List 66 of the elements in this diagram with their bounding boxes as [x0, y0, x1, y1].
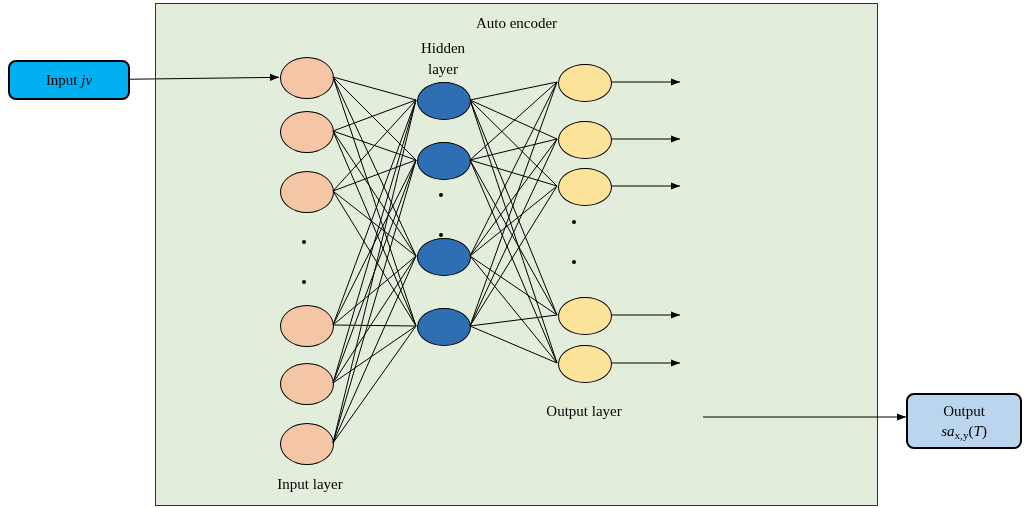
connection-line: [332, 76, 417, 161]
connection-line: [332, 190, 417, 327]
arrow: [610, 182, 681, 190]
connection-line: [332, 325, 417, 384]
box-label: Input jv: [45, 71, 93, 90]
neuron-circle: [558, 121, 612, 159]
neuron-circle: [280, 57, 334, 99]
neuron-circle: [558, 297, 612, 335]
connection-line: [469, 81, 558, 101]
connection-line: [332, 159, 417, 384]
neuron-circle: [417, 238, 471, 276]
autoencoder-panel: [155, 3, 878, 506]
connection-line: [469, 159, 558, 187]
connection-line: [332, 76, 417, 101]
layer-label: Output layer: [545, 402, 623, 421]
connection-line: [469, 255, 558, 316]
arrow: [702, 413, 907, 421]
box-label: Output: [943, 402, 985, 421]
connection-line: [469, 185, 558, 257]
connection-line: [469, 314, 558, 327]
arrow: [610, 135, 681, 143]
connection-line: [469, 81, 558, 161]
formula-text: sa$_{x,y}$(T): [941, 422, 987, 441]
neuron-circle: [280, 171, 334, 213]
connection-line: [332, 324, 417, 327]
neuron-circle: [558, 168, 612, 206]
connection-line: [469, 185, 558, 327]
output-box: [906, 393, 1022, 449]
panel-title: Auto encoder: [474, 14, 559, 33]
connection-line: [469, 138, 558, 257]
connection-line: [469, 99, 558, 364]
connection-line: [332, 190, 417, 257]
connection-line: [332, 255, 417, 326]
connection-line: [469, 159, 558, 316]
neuron-circle: [558, 64, 612, 102]
connection-line: [332, 130, 417, 257]
connection-line: [332, 99, 417, 132]
neuron-circle: [280, 305, 334, 347]
input-box: [8, 60, 130, 100]
arrow: [610, 359, 681, 367]
connection-line: [469, 138, 558, 327]
neuron-circle: [417, 82, 471, 120]
connection-line: [332, 325, 417, 444]
connection-line: [332, 159, 417, 326]
connection-line: [332, 130, 417, 161]
connection-line: [332, 159, 417, 192]
neuron-circle: [280, 111, 334, 153]
neuron-circle: [558, 345, 612, 383]
connection-line: [332, 99, 417, 192]
connection-line: [469, 138, 558, 161]
connection-line: [469, 255, 558, 364]
neuron-circle: [417, 142, 471, 180]
arrow: [610, 311, 681, 319]
neuron-circle: [417, 308, 471, 346]
connection-line: [469, 99, 558, 140]
connection-line: [332, 255, 417, 384]
connection-line: [332, 255, 417, 444]
neuron-circle: [280, 423, 334, 465]
connection-line: [469, 99, 558, 187]
arrow: [129, 73, 280, 82]
connection-line: [469, 159, 558, 364]
layer-label: Input layer: [276, 475, 344, 494]
arrow: [610, 78, 681, 86]
connection-line: [469, 325, 558, 364]
layer-label: Hidden layer: [419, 39, 467, 79]
neuron-circle: [280, 363, 334, 405]
